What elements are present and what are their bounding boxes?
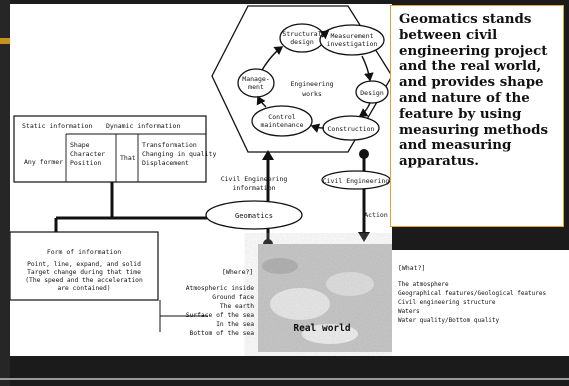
cycle-node-control bbox=[251, 105, 313, 137]
info-table: Static information Dynamic information A… bbox=[13, 115, 216, 183]
cycle-arrow-1 bbox=[319, 30, 330, 40]
geomatics-oval bbox=[205, 200, 303, 230]
cycle-node-measurement bbox=[319, 24, 385, 56]
info-table-that-label: That bbox=[120, 154, 136, 162]
cycle-arrow-3 bbox=[358, 102, 371, 117]
accent-bar bbox=[0, 38, 12, 44]
callout-text: Geomatics stands between civil engineeri… bbox=[399, 11, 548, 170]
info-table-row-label: Any former bbox=[24, 158, 63, 166]
what-header: [What?] bbox=[398, 264, 425, 272]
info-form-frame bbox=[10, 231, 159, 301]
info-table-header-dynamic: Dynamic information bbox=[106, 122, 180, 130]
info-form-box: Form of information Point, line, expand,… bbox=[10, 231, 159, 301]
cycle-arrow-4 bbox=[310, 123, 325, 133]
connector-right-dot bbox=[359, 149, 369, 159]
callout-box: Geomatics stands between civil engineeri… bbox=[390, 5, 564, 227]
slide-edge-strip bbox=[0, 0, 10, 386]
cycle-node-construction-label: Construction bbox=[328, 125, 375, 133]
info-form-title: Form of information bbox=[47, 248, 121, 256]
cycle-arrow-2 bbox=[361, 55, 374, 82]
where-header: [Where?] bbox=[222, 268, 253, 276]
cycle-node-design-label: Design bbox=[360, 89, 384, 97]
what-list-background bbox=[392, 250, 569, 356]
action-label: Action bbox=[364, 211, 388, 219]
connector-left-arrowhead bbox=[262, 150, 274, 160]
real-world-texture bbox=[258, 244, 392, 352]
bottom-rule bbox=[0, 378, 569, 380]
cycle-node-management bbox=[237, 68, 275, 98]
connector-right-label: Civil Engineering bbox=[323, 177, 390, 185]
info-table-frame bbox=[13, 115, 207, 183]
cycle-node-management-label: Manage-ment bbox=[242, 75, 269, 91]
cycle-arrow-5 bbox=[256, 95, 267, 108]
real-world-label: Real world bbox=[293, 323, 350, 334]
connector-right-arrowhead bbox=[358, 232, 370, 242]
cycle-arrow-6 bbox=[261, 46, 284, 71]
real-world-image: Real world bbox=[258, 244, 392, 352]
geomatics-label: Geomatics bbox=[235, 212, 273, 220]
info-table-header-static: Static information bbox=[22, 122, 93, 130]
